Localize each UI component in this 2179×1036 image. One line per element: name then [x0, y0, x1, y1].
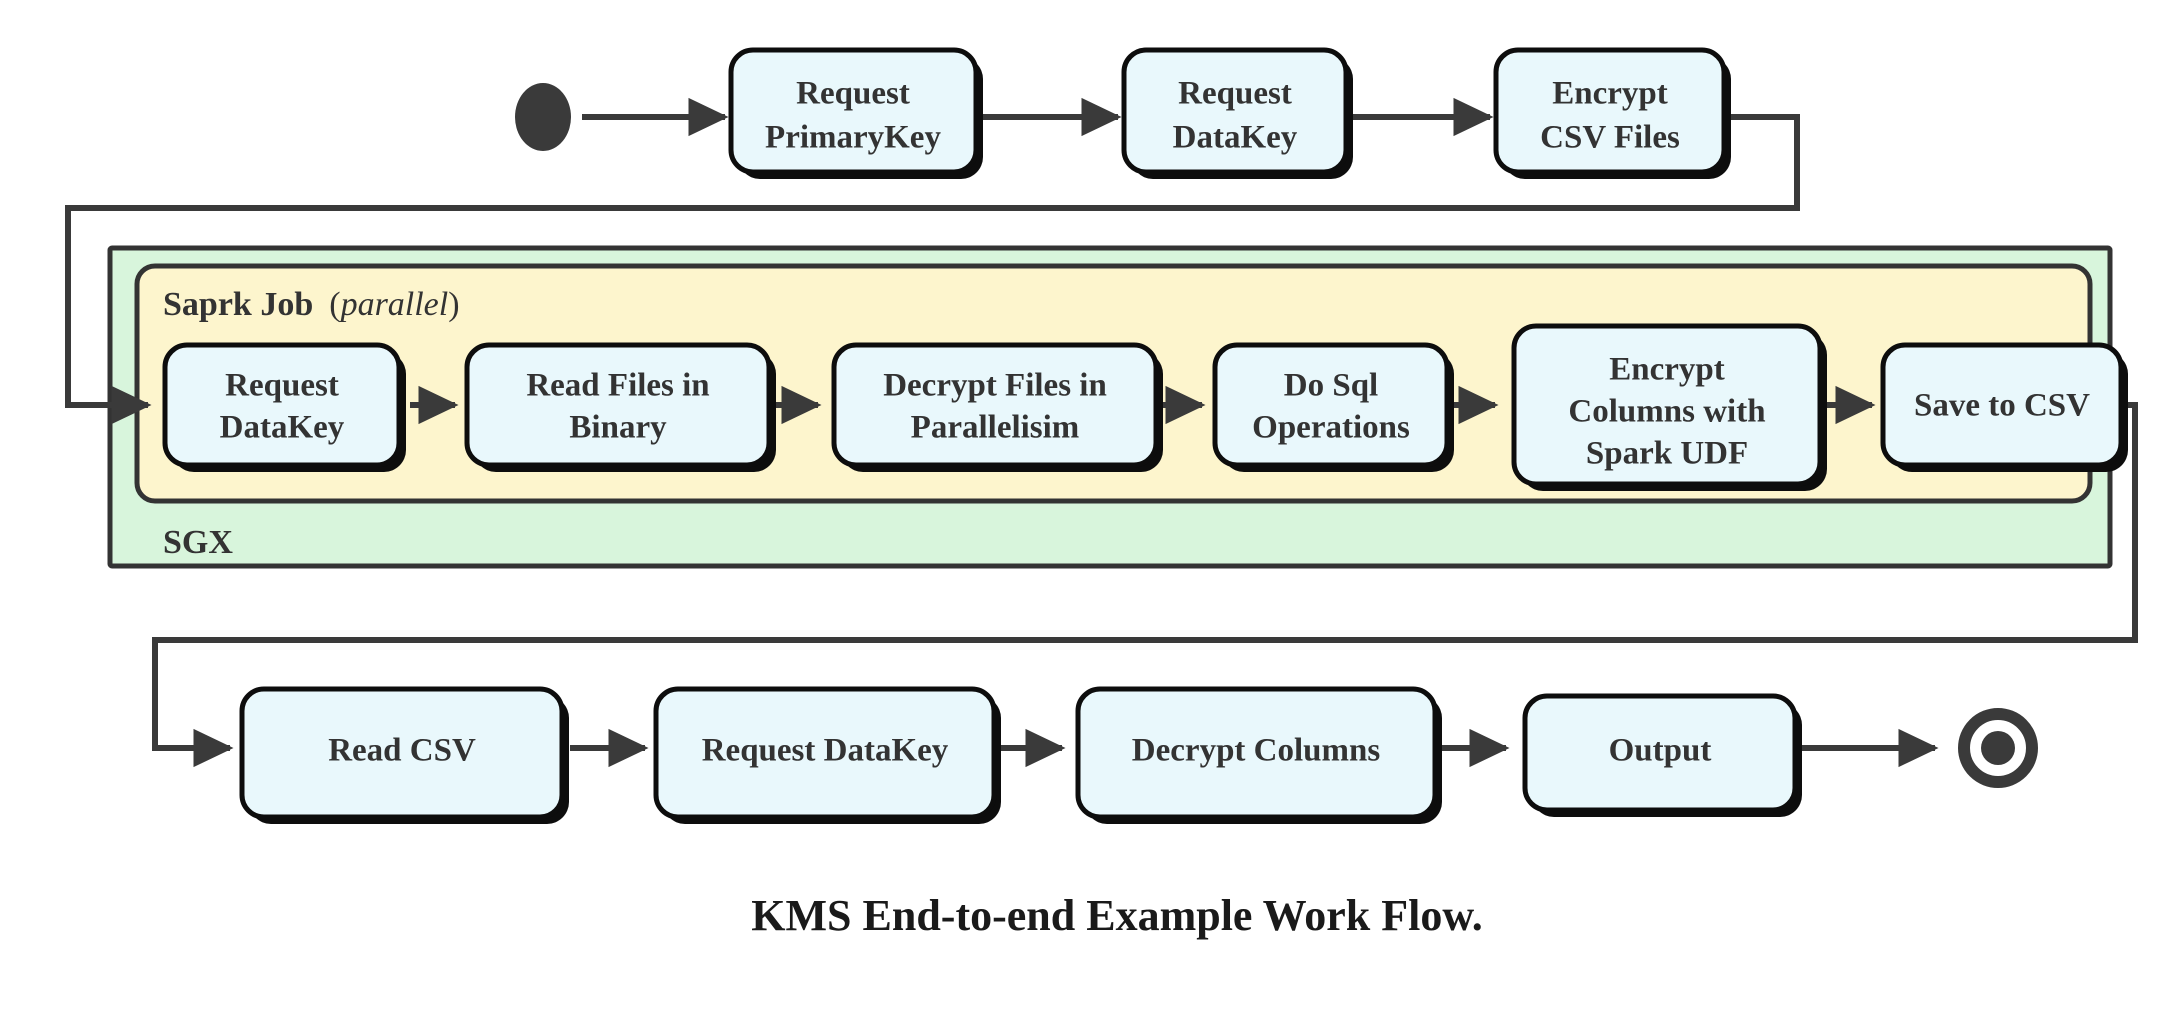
node-body[interactable] — [653, 686, 997, 820]
node-label-line1: Request — [796, 76, 910, 112]
node-body[interactable] — [1121, 47, 1349, 175]
node-decrypt-columns[interactable]: Decrypt Columns — [1075, 686, 1442, 824]
node-label-line2: DataKey — [1173, 120, 1298, 156]
node-label-line1: Decrypt Columns — [1132, 733, 1381, 769]
node-body[interactable] — [464, 342, 772, 468]
node-body[interactable] — [1212, 342, 1450, 468]
node-body[interactable] — [1880, 342, 2124, 468]
node-label-line1: Request DataKey — [702, 733, 949, 769]
node-request-datakey-top[interactable]: Request DataKey — [1121, 47, 1353, 179]
node-save-to-csv[interactable]: Save to CSV — [1880, 342, 2128, 472]
node-label-line2: Operations — [1252, 410, 1410, 446]
node-body[interactable] — [1511, 323, 1823, 487]
start-state-circle — [515, 83, 571, 151]
node-label-line1: Read Files in — [526, 368, 709, 404]
node-label-line1: Do Sql — [1284, 368, 1378, 404]
node-label-line2: Binary — [569, 410, 667, 446]
node-output[interactable]: Output — [1522, 693, 1802, 817]
node-label-line2: CSV Files — [1540, 120, 1680, 156]
node-label-line1: Save to CSV — [1914, 388, 2090, 424]
node-body[interactable] — [162, 342, 402, 468]
node-label-line1: Decrypt Files in — [883, 368, 1107, 404]
final-state-ring — [1958, 708, 2038, 788]
node-label-line2: PrimaryKey — [765, 120, 941, 156]
node-encrypt-columns-with-spark-udf[interactable]: Encrypt Columns with Spark UDF — [1511, 323, 1827, 491]
node-body[interactable] — [1075, 686, 1438, 820]
node-request-primarykey[interactable]: Request PrimaryKey — [728, 47, 983, 179]
node-label-line1: Encrypt — [1552, 76, 1668, 112]
node-label-line2: DataKey — [220, 410, 345, 446]
node-read-csv[interactable]: Read CSV — [239, 686, 569, 824]
final-state-dot — [1981, 731, 2015, 765]
node-label-line2: Parallelisim — [911, 410, 1080, 446]
node-body[interactable] — [239, 686, 565, 820]
edge-save-to-csv-to-read-csv — [152, 402, 2138, 768]
final-state — [1958, 708, 2038, 788]
node-body[interactable] — [1493, 47, 1727, 175]
node-decrypt-files-in-parallelisim[interactable]: Decrypt Files in Parallelisim — [831, 342, 1163, 472]
node-read-files-in-binary[interactable]: Read Files in Binary — [464, 342, 776, 472]
connectors — [65, 97, 2138, 768]
node-request-datakey-bottom[interactable]: Request DataKey — [653, 686, 1001, 824]
node-label-line2: Columns with — [1568, 394, 1765, 430]
node-body[interactable] — [831, 342, 1159, 468]
spark-job-label-paren-close: ) — [448, 286, 459, 323]
node-do-sql-operations[interactable]: Do Sql Operations — [1212, 342, 1454, 472]
start-state — [515, 83, 571, 151]
node-body[interactable] — [1522, 693, 1798, 813]
sgx-container-label: SGX — [163, 524, 233, 561]
spark-job-label-italic: parallel — [339, 286, 449, 323]
node-label-line1: Output — [1609, 733, 1712, 769]
node-request-datakey-spark[interactable]: Request DataKey — [162, 342, 406, 472]
edge-encrypt-csv-to-spark-request-datakey — [65, 114, 1800, 425]
diagram-caption: KMS End-to-end Example Work Flow. — [751, 891, 1482, 940]
node-label-line1: Request — [225, 368, 339, 404]
node-label-line1: Request — [1178, 76, 1292, 112]
node-encrypt-csv-files[interactable]: Encrypt CSV Files — [1493, 47, 1731, 179]
node-label-line1: Encrypt — [1609, 352, 1725, 388]
node-label-line3: Spark UDF — [1586, 436, 1748, 472]
spark-job-label-paren-open: ( — [329, 286, 340, 323]
node-label-line1: Read CSV — [328, 733, 476, 769]
spark-job-container-label: Saprk Job (parallel) — [163, 286, 460, 323]
node-body[interactable] — [728, 47, 979, 175]
spark-job-label-bold: Saprk Job — [163, 286, 313, 323]
